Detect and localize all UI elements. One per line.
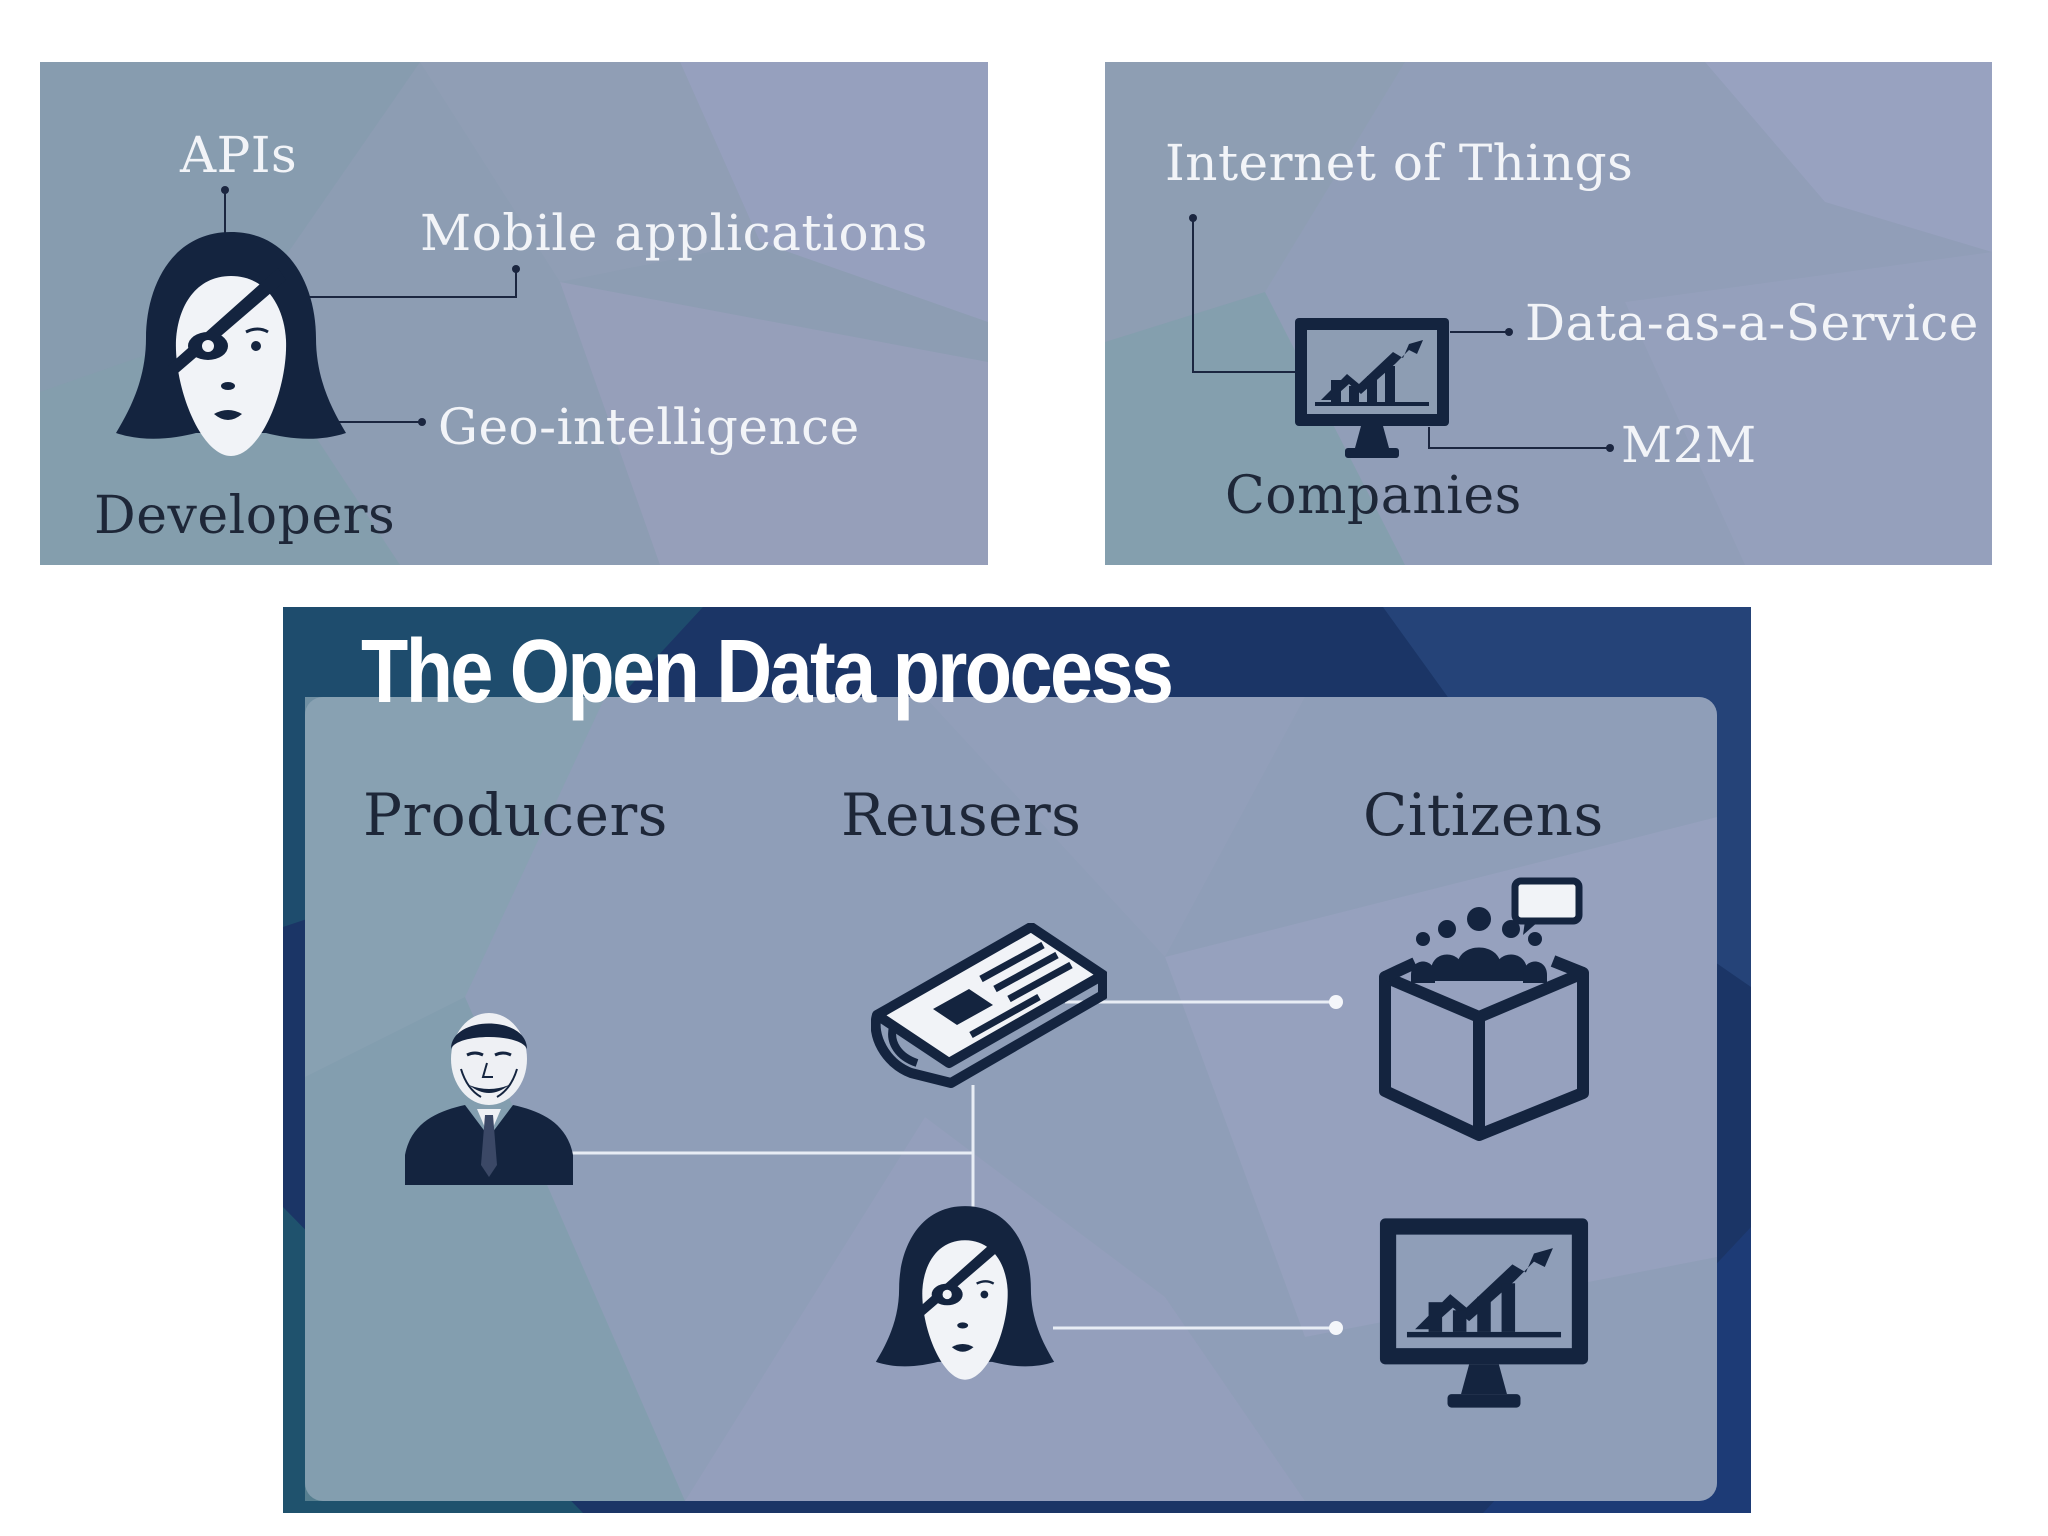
monitor-chart-icon [1295, 318, 1449, 458]
geo-intelligence-label: Geo-intelligence [438, 398, 860, 456]
companies-panel: Internet of Things Data-as-a-Service M2M… [1105, 62, 1992, 565]
developer-woman-eyepatch-icon [875, 1206, 1055, 1380]
m2m-label: M2M [1621, 416, 1757, 474]
apis-label: APIs [180, 126, 298, 184]
companies-connectors [1189, 214, 1614, 452]
reusers-label: Reusers [841, 781, 1082, 849]
open-data-process-panel: Producers Reusers Citizens The Open Data… [283, 607, 1751, 1513]
companies-label: Companies [1225, 466, 1522, 526]
panel-background [1105, 62, 1992, 565]
producers-label: Producers [363, 781, 668, 849]
developers-panel: APIs Mobile applications Geo-intelligenc… [40, 62, 988, 565]
developers-label: Developers [94, 486, 396, 546]
developer-woman-eyepatch-icon [116, 232, 346, 456]
panel-background [40, 62, 988, 565]
inner-background [305, 697, 1717, 1501]
data-as-a-service-label: Data-as-a-Service [1525, 294, 1979, 352]
citizens-label: Citizens [1363, 781, 1604, 849]
monitor-chart-icon [1379, 1218, 1589, 1408]
page-title: The Open Data process [361, 622, 1174, 722]
politician-portrait-icon [405, 1013, 573, 1185]
citizens-box-icon [1379, 877, 1589, 1141]
developers-connectors [221, 186, 520, 426]
process-connectors [567, 995, 1343, 1335]
newspaper-icon [871, 923, 1107, 1088]
internet-of-things-label: Internet of Things [1165, 134, 1634, 192]
mobile-applications-label: Mobile applications [420, 204, 928, 262]
process-diagram-area: Producers Reusers Citizens [305, 697, 1717, 1501]
